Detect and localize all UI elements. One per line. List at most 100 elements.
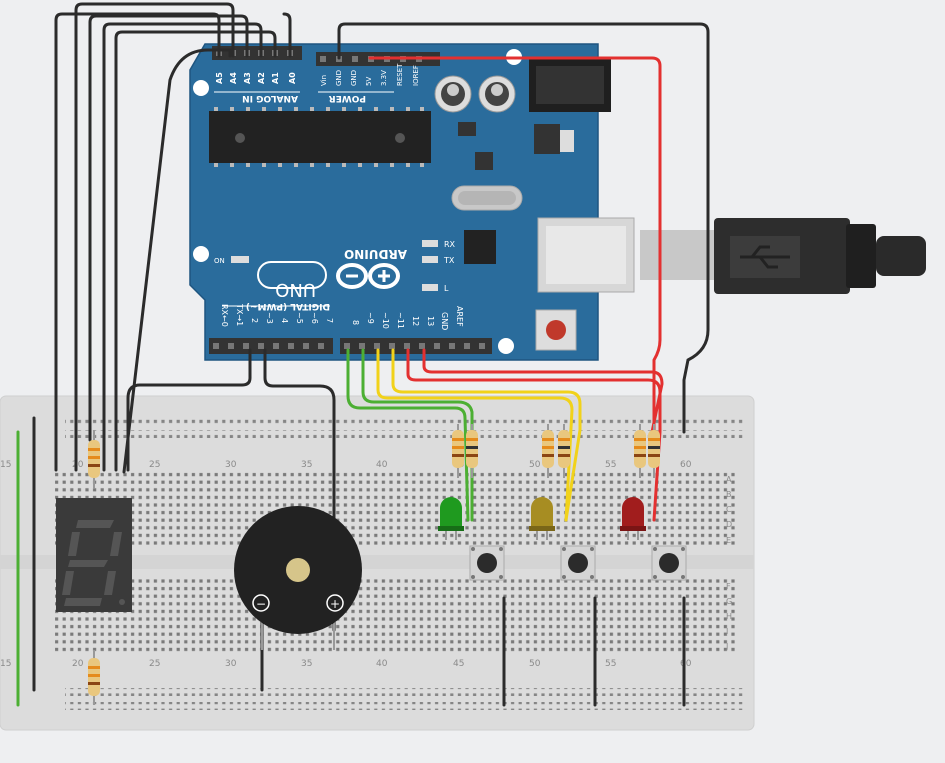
digital-header-left [209,338,333,354]
col-label: 30 [225,659,237,669]
resistor [466,424,478,478]
tx-led-label: TX [443,256,455,265]
analog-in-label: ANALOG IN [242,93,298,103]
wire-black [122,48,232,474]
col-label: 40 [376,460,388,470]
power-rail-top-2 [65,430,745,438]
resistor [634,424,646,478]
piezo-buzzer[interactable]: − + [234,506,362,650]
col-label: 50 [529,460,541,470]
push-button[interactable] [651,545,687,581]
pin-label-3v3: 3.3V [380,70,388,86]
pin-label-8: 8 [351,320,360,325]
pin-label-reset: RESET [396,63,404,86]
wire-black [102,22,263,472]
pin-label-5: ~5 [295,312,304,324]
pin-label-a1: A1 [271,72,280,84]
col-label: 30 [225,460,237,470]
uno-text: UNO [275,279,316,300]
led-yellow[interactable] [529,497,555,540]
col-label: 15 [0,460,11,470]
col-label: 60 [680,659,692,669]
wire-black [263,348,336,632]
wire-black [282,12,292,58]
uno-logo [257,261,327,289]
resistor [648,424,660,478]
arduino-brand: ARDUINO [344,247,407,261]
row-letters: A B C D E F G H I J [725,475,732,651]
pin-label-7: 7 [325,318,334,323]
resistor [542,424,554,478]
rx-led-label: RX [444,240,456,249]
mounting-hole [193,80,209,96]
buzzer-minus-label: − [256,597,266,611]
pin-label-a3: A3 [243,72,252,84]
pin-label-a4: A4 [229,72,238,84]
row-letter: A [726,475,732,484]
wire-black [88,14,249,442]
wire-black [114,30,277,472]
pin-label-3: ~3 [265,312,274,324]
col-label: 25 [149,460,160,470]
wire-red [422,348,664,434]
power-rail-bottom-1 [65,688,745,696]
pin-label-5v: 5V [365,77,373,86]
usb-chip [464,230,496,264]
wires [16,2,710,707]
mounting-hole [193,246,209,262]
col-label: 40 [376,659,388,669]
col-label: 15 [0,659,11,669]
pin-label-a2: A2 [257,72,266,84]
column-numbers-bottom: 15 20 25 30 35 40 45 50 55 60 [0,659,692,669]
row-letter: G [726,597,732,606]
col-label: 20 [72,460,84,470]
capacitor [478,75,516,113]
buzzer-plus-label: + [330,597,340,611]
col-label: 45 [453,659,464,669]
terminal-strip-top [55,472,735,548]
usb-cable [537,217,926,294]
pin-label-gnd: GND [335,70,343,86]
resistors [88,424,660,705]
seven-segment-display[interactable] [56,498,132,612]
col-label: 20 [72,659,84,669]
col-label: 35 [301,659,312,669]
row-letter: C [726,505,732,514]
push-button[interactable] [560,545,596,581]
pin-label-vin: Vin [320,75,328,86]
usb-icon [740,245,790,269]
pin-label-12: 12 [411,316,420,326]
col-label: 60 [680,460,692,470]
pin-label-4: 4 [280,318,289,323]
capacitor [434,75,472,113]
push-button[interactable] [469,545,505,581]
wire-green [361,348,474,522]
l-led-label: L [444,284,449,293]
row-letter: E [726,536,731,545]
pin-label-aref: AREF [455,306,464,327]
pin-label-13: 13 [426,316,435,326]
led-green[interactable] [438,497,464,540]
col-label: 55 [605,659,616,669]
pin-label-tx1: TX→1 [235,303,244,326]
resistor [88,650,100,705]
led-red[interactable] [620,497,646,540]
wire-black [337,22,710,434]
row-letter: F [726,582,731,591]
pin-label-2: 2 [250,318,259,323]
reset-button[interactable] [535,309,577,351]
pin-label-gnd: GND [440,312,449,330]
power-rail-bottom-2 [65,702,745,710]
power-label: POWER [329,93,366,103]
mounting-hole [498,338,514,354]
pin-label-9: ~9 [366,312,375,324]
wire-black [74,2,235,472]
resistor [88,430,100,488]
col-label: 55 [605,460,616,470]
pin-label-gnd: GND [350,70,358,86]
atmega-chip [209,111,431,163]
arduino-uno-board[interactable]: A5 A4 A3 A2 A1 A0 ANALOG IN Vin GND GND … [189,43,611,361]
pin-label-11: ~11 [396,312,405,329]
col-label: 35 [301,460,312,470]
